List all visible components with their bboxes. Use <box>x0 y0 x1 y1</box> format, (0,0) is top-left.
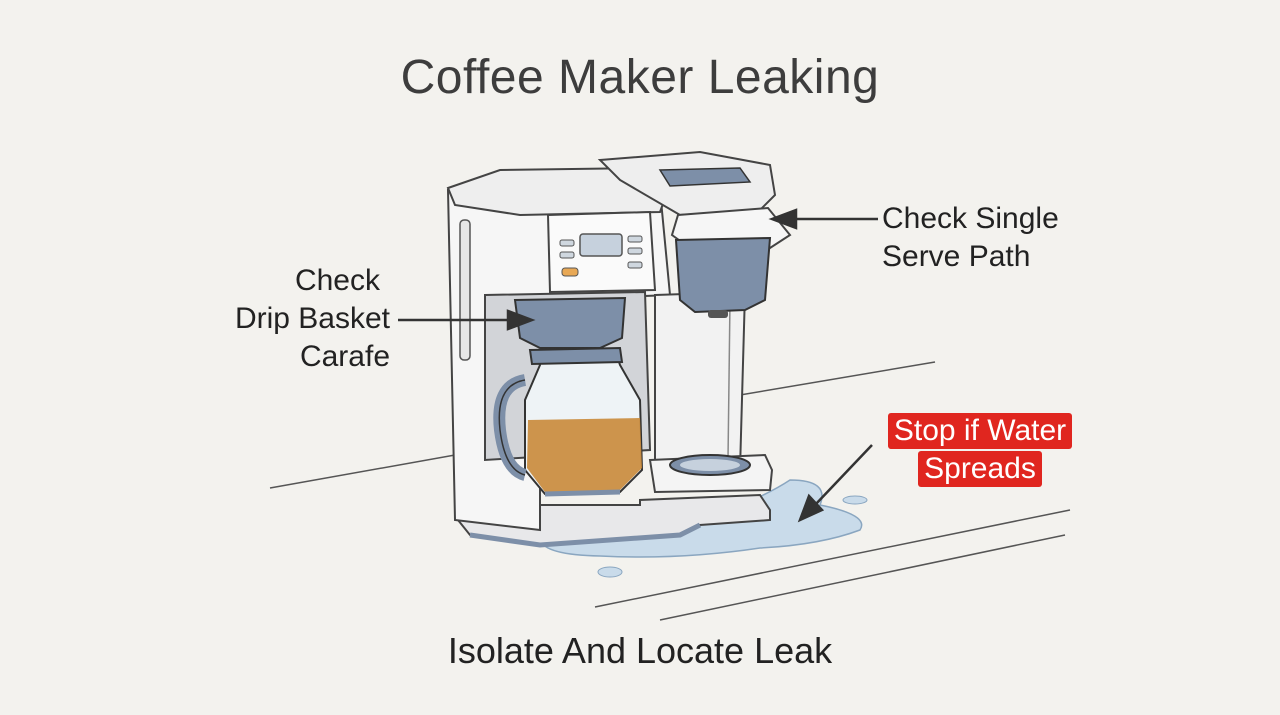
countertop-lines <box>269 361 1071 621</box>
label-drip-line-2: Drip Basket <box>234 302 390 335</box>
label-single-line-2: Serve Path <box>882 240 1031 273</box>
warning-line-2: Spreads <box>918 451 1042 487</box>
label-drip-basket: Check Drip Basket Carafe <box>200 262 390 376</box>
warning-line-1: Stop if Water <box>887 413 1073 449</box>
label-single-serve: Check Single Serve Path <box>882 200 1102 276</box>
label-single-line-1: Check Single <box>882 202 1059 235</box>
label-drip-line-1: Check <box>294 264 380 297</box>
label-drip-line-3: Carafe <box>299 340 390 373</box>
single-serve-head <box>597 150 792 318</box>
arrows <box>398 208 878 523</box>
drip-basket <box>513 296 627 349</box>
page-title: Coffee Maker Leaking <box>400 51 880 104</box>
warning-badge: Stop if Water Spreads <box>880 413 1080 487</box>
carafe <box>493 346 644 497</box>
caption: Isolate And Locate Leak <box>447 630 833 671</box>
